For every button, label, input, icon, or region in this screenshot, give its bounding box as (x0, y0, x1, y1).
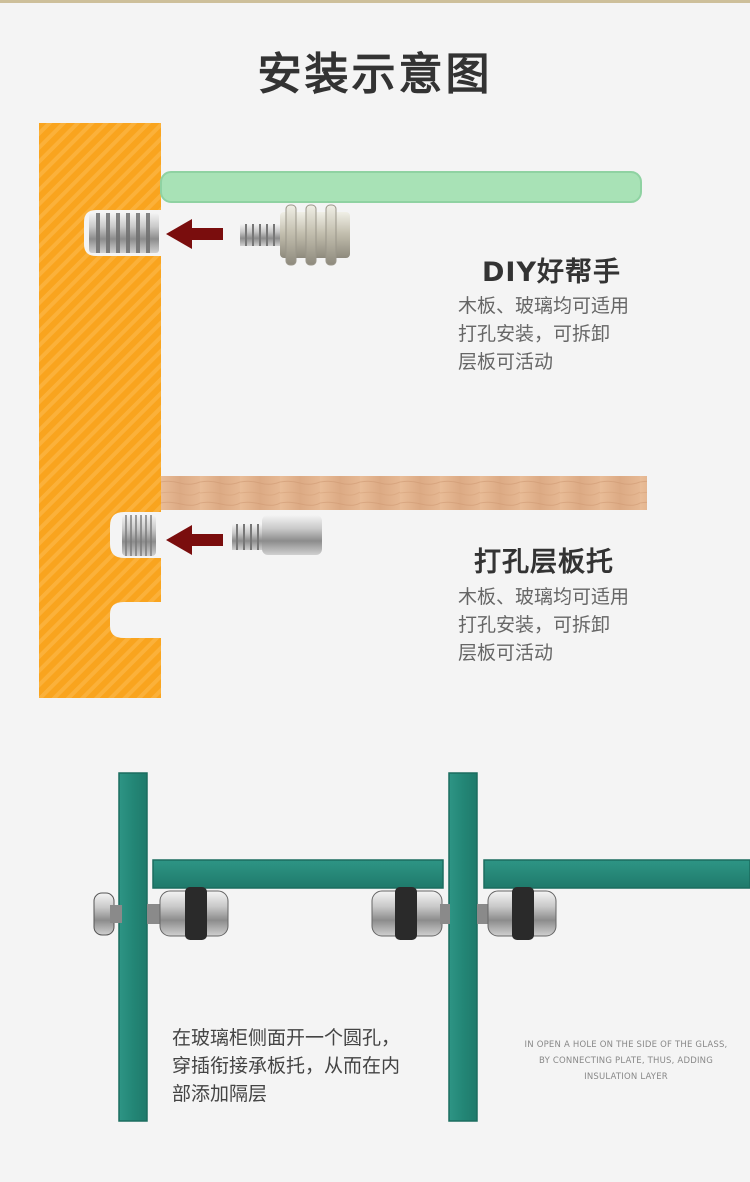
stud-screw-icon (240, 204, 350, 266)
screw-sleeve-icon (89, 213, 159, 253)
diy-description-line: 层板可活动 (458, 351, 554, 373)
glass-note-line: 部添加隔层 (172, 1083, 268, 1105)
glass-note-en-line: IN OPEN A HOLE ON THE SIDE OF THE GLASS, (524, 1040, 728, 1050)
wood-shelf (161, 476, 647, 510)
top-accent-line (0, 0, 750, 3)
glass-note-en-line: BY CONNECTING PLATE, THUS, ADDING (539, 1056, 713, 1066)
arrow-left-icon (166, 525, 223, 555)
drill-description-line: 木板、玻璃均可适用 (458, 586, 630, 608)
arrow-left-icon (166, 219, 223, 249)
glass-note-line: 穿插衔接承板托，从而在内 (172, 1055, 401, 1077)
glass-cabinet-diagram (93, 772, 750, 1122)
diy-description-line: 木板、玻璃均可适用 (458, 295, 630, 317)
page-title: 安装示意图 (257, 49, 493, 100)
diy-heading: DIY好帮手 (482, 257, 622, 288)
drill-heading: 打孔层板托 (474, 547, 614, 578)
glass-shelf (160, 171, 642, 203)
glass-note-line: 在玻璃柜侧面开一个圆孔， (172, 1027, 401, 1049)
side-board (39, 123, 161, 698)
glass-note-en: IN OPEN A HOLE ON THE SIDE OF THE GLASS,… (508, 1037, 744, 1085)
drill-description-line: 打孔安装，可拆卸 (458, 614, 611, 636)
diy-description: 木板、玻璃均可适用 打孔安装，可拆卸 层板可活动 (458, 292, 629, 376)
drill-description-line: 层板可活动 (458, 642, 554, 664)
diy-description-line: 打孔安装，可拆卸 (458, 323, 611, 345)
glass-note-cn: 在玻璃柜侧面开一个圆孔， 穿插衔接承板托，从而在内 部添加隔层 (172, 1024, 400, 1108)
shelf-pin-icon (232, 515, 322, 555)
knurled-sleeve-icon (122, 515, 156, 556)
drill-description: 木板、玻璃均可适用 打孔安装，可拆卸 层板可活动 (458, 583, 629, 667)
glass-note-en-line: INSULATION LAYER (584, 1072, 668, 1082)
